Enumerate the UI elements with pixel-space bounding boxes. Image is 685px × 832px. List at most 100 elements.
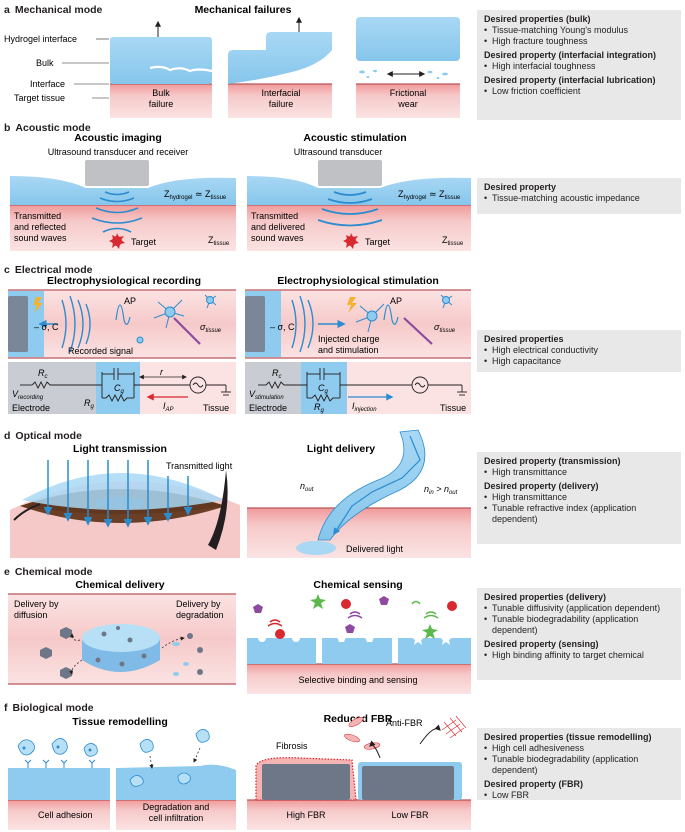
rc-label-left: Rc: [38, 368, 48, 380]
property-heading: Desired properties (delivery): [484, 592, 607, 602]
case-interfacial-failure-line1: Interfacial: [261, 88, 300, 98]
light-transmission-title: Light transmission: [73, 443, 167, 455]
case-interfacial-failure-line2: failure: [269, 99, 294, 109]
properties-panel-chemical: Desired properties (delivery)Tunable dif…: [477, 588, 681, 680]
properties-panel-acoustic: Desired propertyTissue-matching acoustic…: [477, 178, 681, 214]
property-item: Tunable biodegradability (application de…: [484, 614, 675, 636]
target-marker: [109, 233, 125, 249]
contact-lens: [22, 473, 224, 510]
section-letter: f: [4, 702, 8, 714]
sigma-c-label-right: – σ, C: [270, 322, 295, 332]
waves-label-left-2: and reflected: [14, 222, 66, 232]
section-d-figure: Light transmission Transmitted light Lig…: [10, 429, 471, 558]
target-label-right: Target: [365, 237, 391, 247]
section-letter: a: [4, 4, 10, 16]
acoustic-imaging-title: Acoustic imaging: [74, 132, 162, 144]
property-heading: Desired property (delivery): [484, 481, 599, 491]
label-target-tissue: Target tissue: [14, 93, 65, 103]
properties-panel-optical: Desired property (transmission)High tran…: [477, 452, 681, 544]
property-heading: Desired properties: [484, 334, 564, 344]
waves-label-left-1: Transmitted: [14, 211, 61, 221]
low-fbr-implant: [362, 766, 454, 800]
property-item: Tissue-matching Young's modulus: [484, 25, 675, 36]
collagen-mesh: [441, 715, 467, 739]
tissue-label-right: Tissue: [440, 403, 466, 413]
cell-adhesion-label: Cell adhesion: [38, 810, 93, 820]
hydrogel-block: [110, 37, 212, 84]
property-heading: Desired property (transmission): [484, 456, 621, 466]
n-out-label: nout: [300, 481, 314, 493]
properties-panel-electrical: Desired propertiesHigh electrical conduc…: [477, 330, 681, 372]
diffusion-line1: Delivery by: [14, 599, 59, 609]
recorded-signal-label: Recorded signal: [68, 346, 133, 356]
properties-panel-biological: Desired properties (tissue remodelling)H…: [477, 728, 681, 801]
properties-panel-mechanical: Desired properties (bulk)Tissue-matching…: [477, 10, 681, 120]
section-c-figure: Electrophysiological recording Electroph…: [8, 275, 471, 414]
circuit-left: [20, 368, 231, 403]
electrode-region: [8, 362, 96, 414]
rc-label-right: Rc: [272, 368, 282, 380]
property-item: Tunable refractive index (application de…: [484, 503, 675, 525]
cg-label-right: Cg: [318, 383, 329, 395]
binding-label: Selective binding and sensing: [298, 675, 417, 685]
label-bulk: Bulk: [36, 58, 54, 68]
case-bulk-failure-line2: failure: [149, 99, 174, 109]
ap-label-right: AP: [390, 296, 402, 306]
property-item: High binding affinity to target chemical: [484, 650, 675, 661]
lightning-icon: [33, 297, 43, 313]
waves-label-right-3: sound waves: [251, 233, 304, 243]
tissue-label-left: Tissue: [203, 403, 229, 413]
waves-label-right-1: Transmitted: [251, 211, 298, 221]
section-e-figure: Chemical delivery Delivery by diffusion …: [8, 579, 471, 694]
eyelashes: [208, 470, 228, 550]
property-item: Tunable diffusivity (application depende…: [484, 603, 675, 614]
section-letter: d: [4, 430, 11, 442]
transmitted-light-label: Transmitted light: [166, 461, 233, 471]
high-fbr-implant: [262, 764, 350, 800]
chemical-sensing-title: Chemical sensing: [313, 579, 402, 591]
action-potential-trace: [115, 304, 131, 325]
property-heading: Desired properties (tissue remodelling): [484, 732, 652, 742]
light-delivery-title: Light delivery: [307, 443, 375, 455]
property-heading: Desired property (interfacial lubricatio…: [484, 75, 656, 85]
property-heading: Desired property (interfacial integratio…: [484, 50, 657, 60]
electrode-label-left: Electrode: [12, 403, 50, 413]
section-d-header: d Optical mode: [4, 430, 82, 442]
fibrosis-label: Fibrosis: [276, 741, 308, 751]
delivered-light-label: Delivered light: [346, 544, 404, 554]
section-title: Optical mode: [15, 430, 82, 442]
chemical-delivery-title: Chemical delivery: [75, 579, 164, 591]
property-item: Low friction coefficient: [484, 86, 675, 97]
property-item: Tunable biodegradability (application de…: [484, 754, 675, 776]
stimulation-title: Electrophysiological stimulation: [277, 275, 439, 287]
i-label-left: IAP: [163, 401, 174, 413]
acoustic-stimulation-device: Ultrasound transducer: [294, 147, 383, 157]
section-letter: b: [4, 122, 11, 134]
rg-label-right: Rg: [314, 402, 325, 414]
circuit-right: [258, 368, 467, 403]
ultrasound-transducer: [85, 160, 149, 186]
case-frictional-wear-line1: Frictional: [390, 88, 427, 98]
hydrogel-peeling: [228, 32, 332, 84]
electrode-block: [8, 296, 28, 352]
property-item: High cell adhesiveness: [484, 743, 675, 754]
cg-label-left: Cg: [114, 383, 125, 395]
property-item: High electrical conductivity: [484, 345, 675, 356]
injected-line1: Injected charge: [318, 334, 380, 344]
recording-title: Electrophysiological recording: [47, 275, 201, 287]
rg-label-left: Rg: [84, 398, 95, 410]
section-letter: e: [4, 566, 10, 578]
property-item: Tissue-matching acoustic impedance: [484, 193, 675, 204]
property-heading: Desired property (FBR): [484, 779, 584, 789]
property-heading: Desired property (sensing): [484, 639, 599, 649]
r-label-left: r: [160, 367, 164, 377]
section-letter: c: [4, 264, 10, 276]
section-f-figure: Tissue remodelling Cell adhesion: [8, 713, 471, 830]
section-title: Chemical mode: [14, 566, 93, 578]
section-title: Acoustic mode: [15, 122, 91, 134]
property-item: High transmittance: [484, 467, 675, 478]
acoustic-stimulation-title: Acoustic stimulation: [303, 132, 406, 144]
section-title: Mechanical mode: [14, 4, 103, 16]
